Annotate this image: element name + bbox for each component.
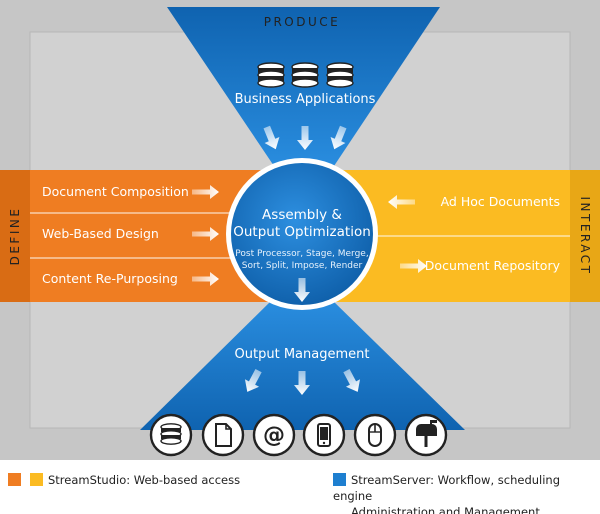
arrow-right-icon	[400, 259, 427, 273]
center-detail-line2: Sort, Split, Impose, Render	[242, 261, 363, 271]
database-icon	[257, 62, 285, 88]
legend-studio: StreamStudio: Web-based access	[8, 472, 240, 488]
arrow-left-icon	[388, 195, 415, 209]
interact-label: INTERACT	[578, 197, 592, 276]
define-item-web-based-design: Web-Based Design	[42, 226, 159, 241]
define-item-content-repurposing: Content Re-Purposing	[42, 271, 178, 286]
process-diagram: PRODUCE DEFINE INTERACT Business	[0, 0, 600, 460]
interact-item-ad-hoc-documents: Ad Hoc Documents	[441, 194, 560, 209]
legend-yellow-swatch	[30, 473, 43, 486]
produce-cone	[167, 7, 440, 172]
center-title-line2: Output Optimization	[233, 224, 371, 240]
center-title-line1: Assembly &	[262, 207, 342, 223]
output-management-label: Output Management	[235, 347, 370, 362]
legend-server-line2: Administration and Management	[351, 505, 540, 514]
legend-server: StreamServer: Workflow, scheduling engin…	[333, 472, 600, 514]
mailbox-icon	[404, 413, 448, 457]
legend-server-line1: StreamServer: Workflow, scheduling engin…	[333, 473, 561, 503]
business-applications-label: Business Applications	[235, 92, 376, 107]
mobile-icon	[302, 413, 346, 457]
arrow-right-icon	[192, 227, 219, 241]
arrow-right-icon	[192, 272, 219, 286]
database-icon	[291, 62, 319, 88]
define-item-document-composition: Document Composition	[42, 184, 189, 199]
center-circle	[231, 163, 373, 305]
produce-label: PRODUCE	[264, 15, 341, 29]
define-label: DEFINE	[8, 207, 22, 266]
center-detail-line1: Post Processor, Stage, Merge,	[235, 249, 368, 259]
legend-blue-swatch	[333, 473, 346, 486]
output-cone	[140, 298, 465, 430]
arrow-right-icon	[192, 185, 219, 199]
output-icons-row: @	[149, 413, 448, 457]
interact-item-document-repository: Document Repository	[425, 258, 561, 273]
email-icon: @	[252, 413, 296, 457]
mouse-icon	[353, 413, 397, 457]
svg-text:@: @	[263, 423, 285, 448]
document-icon	[201, 413, 245, 457]
legend-studio-text: StreamStudio: Web-based access	[48, 473, 241, 487]
define-side-tab	[0, 170, 30, 302]
interact-side-tab	[570, 170, 600, 302]
database-icon	[149, 413, 193, 457]
database-icon	[326, 62, 354, 88]
legend-orange-swatch	[8, 473, 21, 486]
